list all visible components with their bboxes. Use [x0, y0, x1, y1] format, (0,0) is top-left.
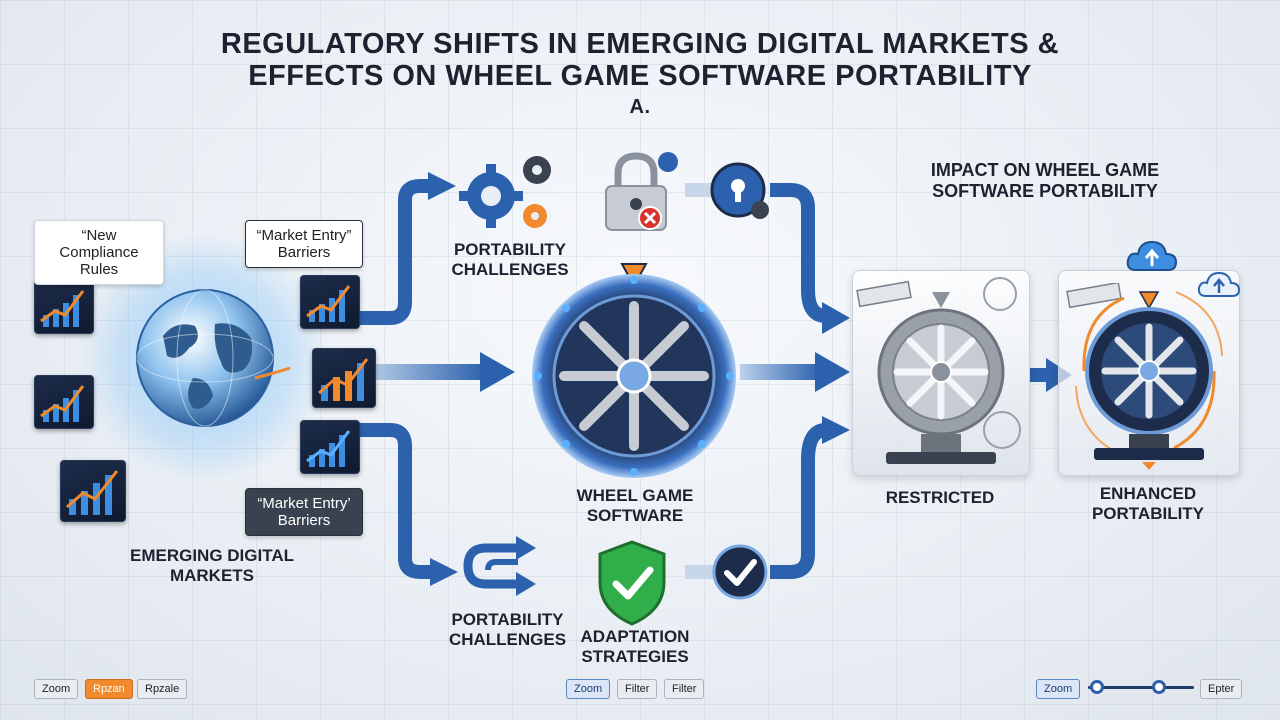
- pan-button-left[interactable]: Rpzan: [85, 679, 133, 699]
- arrow-to-portability-top: [355, 172, 456, 325]
- wheel-icon[interactable]: [1064, 276, 1234, 476]
- globe-icon: [80, 233, 330, 483]
- arrow-wheel-to-restricted: [740, 352, 850, 392]
- trend-chart-icon: [60, 460, 126, 522]
- arrow-keyhole-to-restricted: [685, 183, 850, 334]
- portability-challenges-label-bottom: PORTABILITY CHALLENGES: [448, 610, 567, 649]
- filter-button-1[interactable]: Filter: [617, 679, 658, 699]
- cloud-upload-icon[interactable]: [1196, 268, 1242, 302]
- trend-chart-icon: [34, 375, 94, 429]
- zoom-slider-track[interactable]: [1088, 686, 1194, 689]
- title-line-3: A.: [629, 96, 651, 118]
- wheel-icon: [877, 292, 1005, 464]
- padlock-icon: [605, 152, 678, 231]
- zoom-button-right[interactable]: Zoom: [1036, 679, 1081, 699]
- keyhole-icon: [710, 162, 769, 219]
- portability-challenges-label-top: PORTABILITY CHALLENGES: [451, 240, 569, 279]
- enhanced-portability-label: ENHANCED PORTABILITY: [1091, 484, 1205, 523]
- zoom-button-left[interactable]: Zoom: [34, 679, 79, 699]
- cloud-upload-icon[interactable]: [1124, 236, 1180, 276]
- trend-chart-icon: [300, 275, 360, 329]
- emerging-markets-label: EMERGING DIGITAL MARKETS: [129, 546, 294, 585]
- market-entry-barriers-bubble-bottom: “Market Entry’ Barriers: [245, 488, 363, 536]
- compliance-rules-bubble: “New Compliance Rules: [34, 220, 164, 285]
- gear-icon: [459, 156, 551, 228]
- arrow-to-wheel: [365, 352, 515, 392]
- market-entry-barriers-bubble-top: “Market Entry” Barriers: [245, 220, 363, 268]
- redirect-arrows-icon: [463, 536, 536, 596]
- stamp-icon: [856, 277, 1021, 449]
- zoom-button-center[interactable]: Zoom: [566, 679, 611, 699]
- zoom-slider-handle-max[interactable]: [1152, 680, 1166, 694]
- title-line-2: EFFECTS ON WHEEL GAME SOFTWARE PORTABILI…: [248, 60, 1032, 92]
- wheel-game-software-label: WHEEL GAME SOFTWARE: [576, 486, 694, 525]
- stamp-icon: [1066, 283, 1122, 309]
- adaptation-strategies-label: ADAPTATION STRATEGIES: [580, 627, 690, 666]
- checkmark-icon: [712, 544, 768, 600]
- zoom-slider-handle-min[interactable]: [1090, 680, 1104, 694]
- trend-chart-icon: [312, 348, 376, 408]
- trend-chart-icon: [34, 280, 94, 334]
- shield-check-icon: [598, 540, 666, 626]
- scale-button-left[interactable]: Rpzale: [137, 679, 188, 699]
- enter-button-right[interactable]: Epter: [1200, 679, 1243, 699]
- filter-button-2[interactable]: Filter: [664, 679, 705, 699]
- arrow-to-portability-bottom: [355, 423, 458, 586]
- title-line-1: REGULATORY SHIFTS IN EMERGING DIGITAL MA…: [220, 28, 1060, 60]
- trend-chart-icon: [300, 420, 360, 474]
- wheel-icon[interactable]: [524, 258, 744, 488]
- impact-label: IMPACT ON WHEEL GAME SOFTWARE PORTABILIT…: [930, 160, 1160, 201]
- arrow-check-to-restricted: [685, 416, 850, 579]
- restricted-label: RESTRICTED: [885, 488, 995, 507]
